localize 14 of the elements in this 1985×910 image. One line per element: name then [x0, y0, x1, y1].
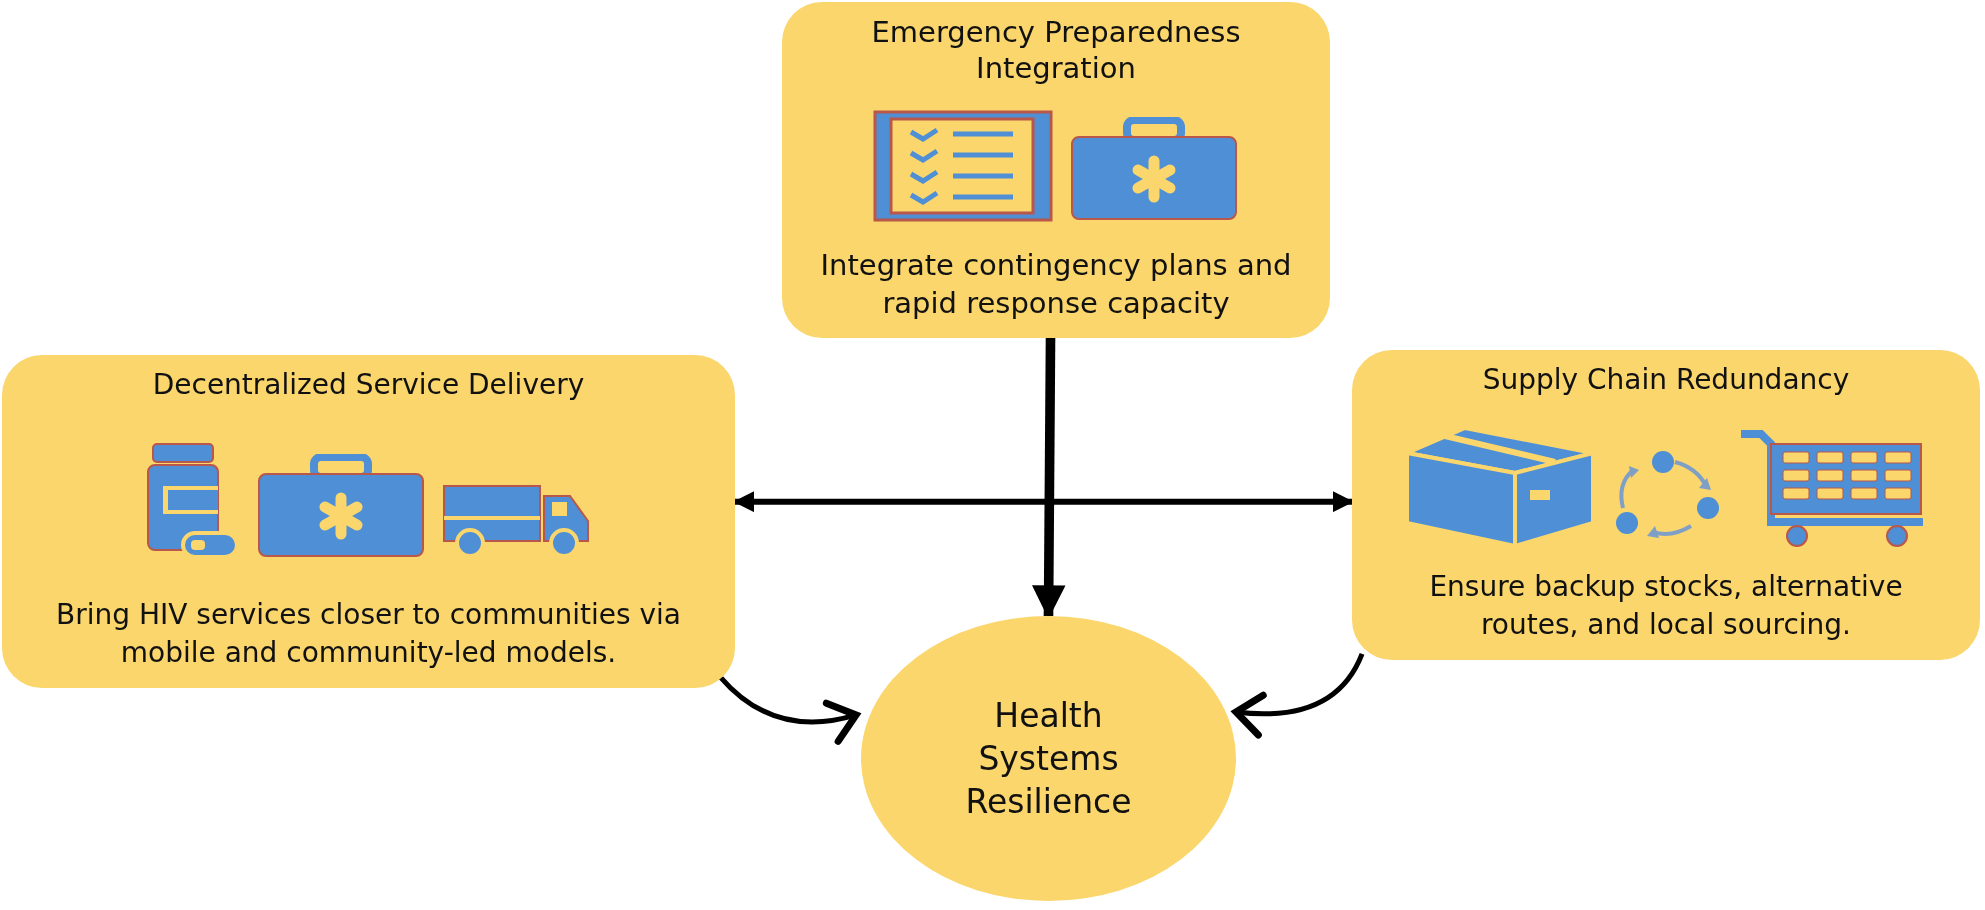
arrow [1031, 337, 1066, 619]
box-title: Decentralized Service Delivery [152, 367, 585, 403]
box-description: Bring HIV services closer to communities via mobile and community-led models. [55, 597, 682, 671]
arrow [718, 675, 860, 745]
outcome-label: Health Systems Resilience [964, 695, 1133, 823]
strategy-box [782, 2, 1330, 338]
box-description: Ensure backup stocks, alternative routes, and local sourcing. [1428, 569, 1904, 643]
box-title: Supply Chain Redundancy [1482, 362, 1850, 398]
arrow [733, 491, 1354, 513]
box-description: Integrate contingency plans and rapid response capacity [819, 247, 1293, 322]
arrow [1232, 652, 1365, 738]
box-title: Emergency Preparedness Integration [870, 14, 1242, 86]
strategy-box [1352, 350, 1980, 660]
strategy-box [2, 355, 735, 688]
